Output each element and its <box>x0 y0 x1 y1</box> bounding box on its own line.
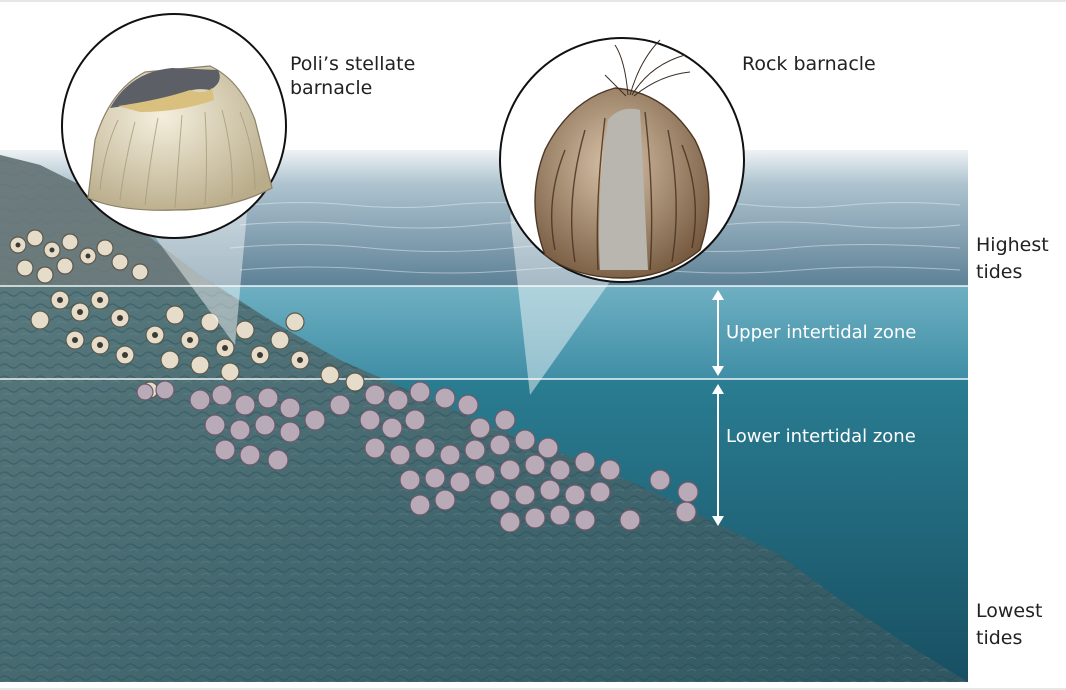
rock-barnacle-cluster <box>136 380 699 533</box>
polis-label-line1: Poli’s stellate <box>290 53 416 75</box>
lower-zone-label: Lower intertidal zone <box>726 426 916 447</box>
upper-zone-arrow <box>712 290 724 376</box>
top-border <box>0 0 1066 2</box>
lowest-tides-label: Lowest tides <box>976 598 1042 652</box>
highest-tides-label: Highest tides <box>976 232 1049 286</box>
polis-barnacle-label: Poli’s stellate barnacle <box>290 52 415 100</box>
lowest-label-line1: Lowest <box>976 600 1043 622</box>
lowest-label-line2: tides <box>976 627 1023 649</box>
upper-zone-label: Upper intertidal zone <box>726 322 917 343</box>
polis-barnacle-magnified <box>61 13 287 239</box>
highest-label-line1: Highest <box>976 234 1049 256</box>
lower-zone-arrow <box>712 384 724 526</box>
highest-label-line2: tides <box>976 261 1023 283</box>
rock-barnacle-magnified <box>499 37 745 283</box>
bottom-border <box>0 688 1066 690</box>
polis-label-line2: barnacle <box>290 77 373 99</box>
rock-barnacle-label: Rock barnacle <box>742 53 876 75</box>
